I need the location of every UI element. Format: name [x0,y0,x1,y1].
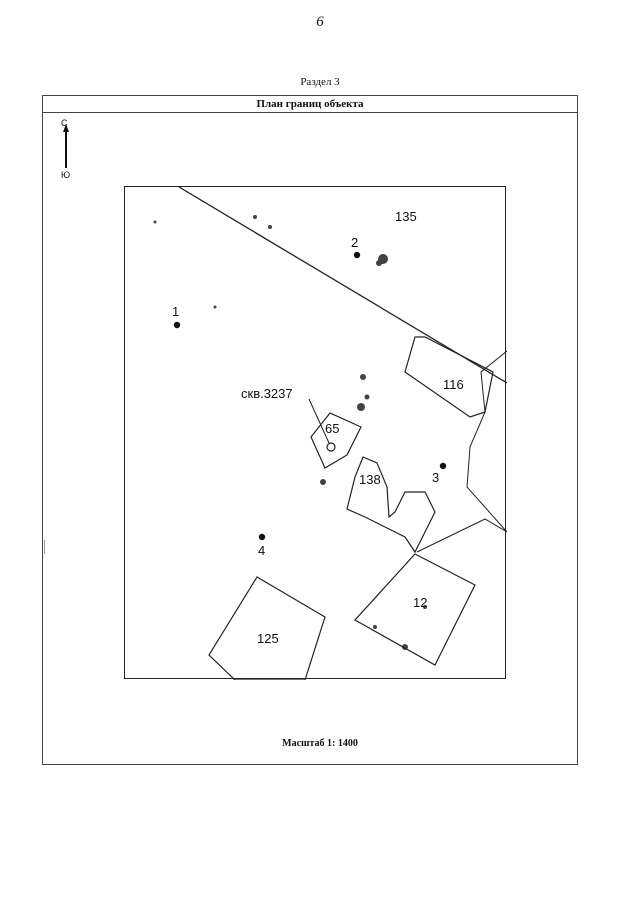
parcel-138-label: 138 [359,472,381,487]
parcel-116-label: 116 [443,377,464,392]
north-arrow-icon [63,124,69,168]
boundary-right [466,350,507,533]
boundary-lower [416,518,507,553]
point-3-label: 3 [432,470,440,485]
scan-noise [153,215,427,650]
parcel-65-outline [310,412,362,469]
map-drawing [153,187,507,680]
point-2-label: 2 [351,235,359,250]
parcel-12-label: 12 [413,595,428,610]
parcel-125-outline [208,576,326,680]
south-label: Ю [61,170,71,180]
plan-title: План границ объекта [42,95,578,113]
well-label: скв.3237 [241,386,293,401]
well-marker [326,442,336,452]
point-1-marker [173,321,181,329]
point-4-label: 4 [258,543,266,558]
north-label: С [61,118,68,128]
parcel-138-outline [346,456,436,554]
well-leader [308,398,330,444]
point-3-marker [439,462,447,470]
parcel-125-label: 125 [257,631,279,646]
point-4-marker [258,533,266,541]
margin-mark [44,540,45,554]
road-line [178,187,507,384]
north-arrow: С Ю [56,118,76,184]
point-2-marker [353,251,361,259]
plan-frame [42,95,578,765]
parcel-12-outline [354,553,476,666]
scale-label: Масштаб 1: 1400 [282,738,358,749]
parcel-65-label: 65 [325,421,340,436]
plan-map: 135 2 1 116 скв.3237 65 138 3 4 12 125 [124,186,507,680]
page-number: 6 [316,14,324,30]
section-label: Раздел 3 [300,76,340,88]
point-1-label: 1 [172,304,180,319]
parcel-135-label: 135 [395,209,417,224]
